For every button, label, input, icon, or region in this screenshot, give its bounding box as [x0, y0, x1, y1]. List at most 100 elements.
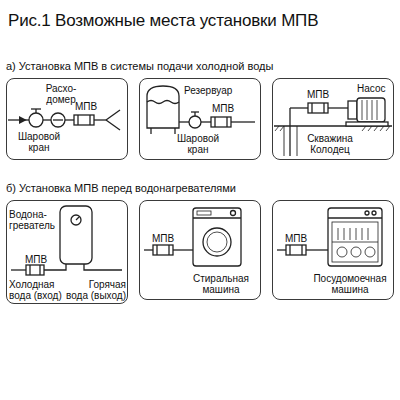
component-label: Скважина Колодец — [303, 133, 357, 155]
flow-arrow — [8, 119, 26, 120]
well-line — [274, 98, 392, 156]
dishwasher-line — [277, 208, 382, 266]
door — [203, 228, 231, 256]
figure-title: Рис.1 Возможные места установки МПВ — [8, 12, 318, 31]
mpv-filter — [323, 103, 324, 113]
installation-panel: МПВСтиральная машина — [139, 200, 261, 300]
detergent-drawer — [197, 211, 211, 215]
pipe-branch — [106, 110, 120, 120]
appliance-label: Посудомоечная машина — [309, 273, 391, 295]
pump-motor — [357, 98, 385, 122]
flow-line — [8, 109, 120, 130]
mpv-filter — [301, 245, 302, 255]
installation-panel: МПВ Посудомоечная машина — [272, 200, 394, 300]
pump-head — [348, 101, 357, 119]
installation-panel: Расхо- домерМПВ Шаровой кран — [6, 78, 128, 160]
dish-rack — [351, 247, 361, 257]
pipe — [277, 249, 286, 250]
ground-hatch — [368, 126, 372, 131]
dish-rack — [362, 228, 363, 240]
dish-rack — [332, 222, 378, 262]
control-knob — [365, 211, 369, 215]
pump-base — [346, 122, 388, 126]
flow-meter — [51, 113, 65, 127]
mpv-filter — [308, 103, 328, 113]
pipe-branch — [106, 120, 120, 130]
mpv-label: МПВ — [307, 89, 333, 100]
tank-line — [147, 86, 255, 134]
dish-rack — [332, 242, 378, 243]
pipe — [144, 249, 153, 250]
tank — [147, 86, 179, 128]
mpv-filter — [289, 245, 290, 255]
ground-hatch — [374, 126, 378, 131]
control-knob — [372, 211, 376, 215]
outlet-label: Горячая вода (выход) — [64, 279, 126, 301]
mpv-filter — [89, 115, 90, 125]
cold-pipe — [44, 264, 66, 270]
component-label: Шаровой кран — [174, 133, 222, 155]
heater-gauge — [76, 217, 79, 220]
dishwasher — [328, 208, 382, 266]
valve-handle — [191, 111, 199, 112]
water-level — [147, 101, 179, 104]
pipe — [306, 249, 328, 250]
component-label: Насос — [357, 83, 391, 94]
dish-rack — [365, 247, 375, 257]
cold-pipe — [11, 269, 26, 270]
installation-panel: Водона- гревательМПВХолодная вода (вход)… — [6, 200, 128, 304]
valve-handle — [31, 108, 41, 109]
mpv-filter — [168, 245, 169, 255]
well-casing — [297, 126, 298, 156]
ball-valve — [189, 116, 201, 128]
dish-rack — [337, 247, 347, 257]
control-panel — [328, 217, 382, 218]
mpv-filter — [286, 245, 306, 255]
mpv-label: МПВ — [285, 233, 311, 244]
component-label: Шаровой кран — [15, 131, 63, 153]
dish-rack — [332, 222, 378, 262]
tank-leg — [174, 128, 175, 134]
mpv-filter — [156, 245, 157, 255]
motor-fins — [362, 100, 377, 120]
mpv-filter — [74, 115, 94, 125]
component-label: Расхо- домер — [43, 83, 79, 105]
mpv-filter — [226, 117, 227, 127]
washer-line — [144, 208, 241, 266]
control-knob — [231, 211, 236, 216]
dish-rack — [368, 228, 369, 240]
illustration — [8, 86, 392, 275]
ground-hatch — [362, 126, 366, 131]
mpv-filter — [311, 103, 312, 113]
heater-gauge — [71, 215, 81, 225]
installation-panel: РезервуарМПВШаровой кран — [139, 78, 261, 160]
pipe — [179, 121, 189, 122]
mpv-label: МПВ — [152, 233, 178, 244]
dish-rack — [338, 228, 339, 240]
mpv-label: МПВ — [75, 101, 101, 112]
pipe — [201, 121, 211, 122]
mpv-filter — [26, 265, 44, 275]
pipe — [94, 119, 106, 120]
motor-fins — [362, 100, 363, 120]
dish-rack — [350, 228, 351, 240]
meter-mark — [53, 119, 63, 120]
mpv-filter — [211, 117, 231, 127]
pipe — [290, 107, 308, 108]
tank-leg — [150, 128, 151, 134]
pipe — [43, 119, 51, 120]
dish-rack — [344, 228, 345, 240]
door-glass — [207, 232, 227, 252]
well-casing — [284, 126, 285, 156]
section-heading: б) Установка МПВ перед водонагревателями — [6, 182, 236, 194]
component-label: Водона- греватель — [9, 209, 57, 231]
control-panel — [193, 217, 241, 218]
section-heading: а) Установка МПВ в системы подачи холодн… — [6, 60, 273, 72]
mpv-label: МПВ — [212, 103, 238, 114]
ground-hatch — [386, 126, 390, 131]
motor-fins — [372, 100, 373, 120]
dish-rack — [356, 228, 357, 240]
motor-fins — [377, 100, 378, 120]
mpv-filter — [29, 265, 30, 275]
pipe — [173, 249, 193, 250]
